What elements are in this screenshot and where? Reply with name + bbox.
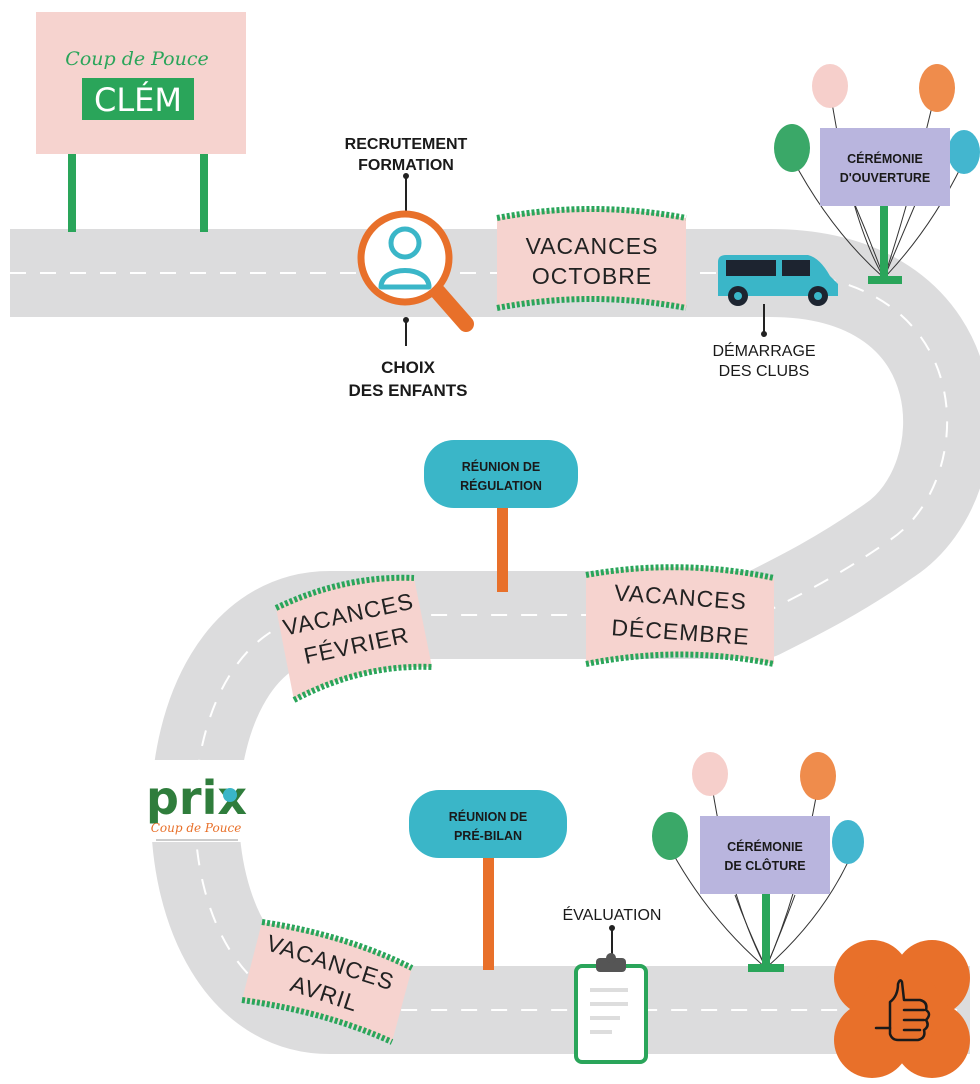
reunion-regulation-sign: RÉUNION DE RÉGULATION — [424, 440, 578, 592]
balloon-pink — [692, 752, 728, 796]
balloon-pink — [812, 64, 848, 108]
billboard-clem: Coup de Pouce CLÉM — [36, 12, 246, 232]
prix-logo: prix Coup de Pouce — [140, 760, 252, 842]
evaluation-milestone: ÉVALUATION — [563, 905, 662, 1064]
vacances-octobre-banner: VACANCES OCTOBRE — [496, 206, 687, 311]
recrutement-label-1: RECRUTEMENT — [345, 136, 468, 153]
clipboard-icon — [574, 953, 648, 1064]
billboard-script: Coup de Pouce — [65, 48, 208, 70]
van-icon — [718, 255, 838, 306]
road-center-line — [10, 272, 970, 1011]
road — [10, 229, 980, 1054]
recrutement-milestone: RECRUTEMENT FORMATION CHOIX DES ENFANTS — [345, 136, 474, 400]
balloon-teal — [832, 820, 864, 864]
vacances-decembre-banner: VACANCES DÉCEMBRE — [585, 564, 775, 667]
ouverture-label-1: CÉRÉMONIE — [847, 151, 923, 166]
balloon-teal — [948, 130, 980, 174]
cloture-label-2: DE CLÔTURE — [724, 858, 805, 873]
balloon-orange — [919, 64, 955, 112]
choix-label-2: DES ENFANTS — [348, 381, 467, 400]
vacances-fevrier-banner: VACANCES FÉVRIER — [274, 574, 433, 703]
prebilan-label-2: PRÉ-BILAN — [454, 828, 522, 843]
billboard-title: CLÉM — [94, 81, 182, 119]
balloon-green — [652, 812, 688, 860]
demarrage-label-1: DÉMARRAGE — [712, 341, 815, 360]
thumbs-up-badge — [834, 940, 970, 1078]
demarrage-milestone: DÉMARRAGE DES CLUBS — [712, 304, 816, 380]
reunion-prebilan-sign: RÉUNION DE PRÉ-BILAN — [409, 790, 567, 970]
cloture-label-1: CÉRÉMONIE — [727, 839, 803, 854]
magnifier-person-icon — [357, 210, 474, 332]
prix-script: Coup de Pouce — [151, 821, 242, 835]
vacances-octobre-1: VACANCES — [526, 233, 659, 259]
evaluation-label: ÉVALUATION — [563, 905, 662, 924]
recrutement-label-2: FORMATION — [358, 157, 454, 174]
thumbs-up-icon — [874, 979, 931, 1042]
flower-icon — [223, 788, 237, 802]
ouverture-label-2: D'OUVERTURE — [840, 171, 930, 185]
regulation-label-1: RÉUNION DE — [462, 459, 540, 474]
vacances-octobre-2: OCTOBRE — [532, 263, 652, 289]
prebilan-label-1: RÉUNION DE — [449, 809, 527, 824]
choix-label-1: CHOIX — [381, 358, 436, 377]
ceremonie-cloture-sign: CÉRÉMONIE DE CLÔTURE — [652, 752, 864, 972]
balloon-orange — [800, 752, 836, 800]
ceremonie-ouverture-sign: CÉRÉMONIE D'OUVERTURE — [774, 64, 980, 284]
demarrage-label-2: DES CLUBS — [719, 363, 810, 380]
balloon-green — [774, 124, 810, 172]
regulation-label-2: RÉGULATION — [460, 478, 542, 493]
